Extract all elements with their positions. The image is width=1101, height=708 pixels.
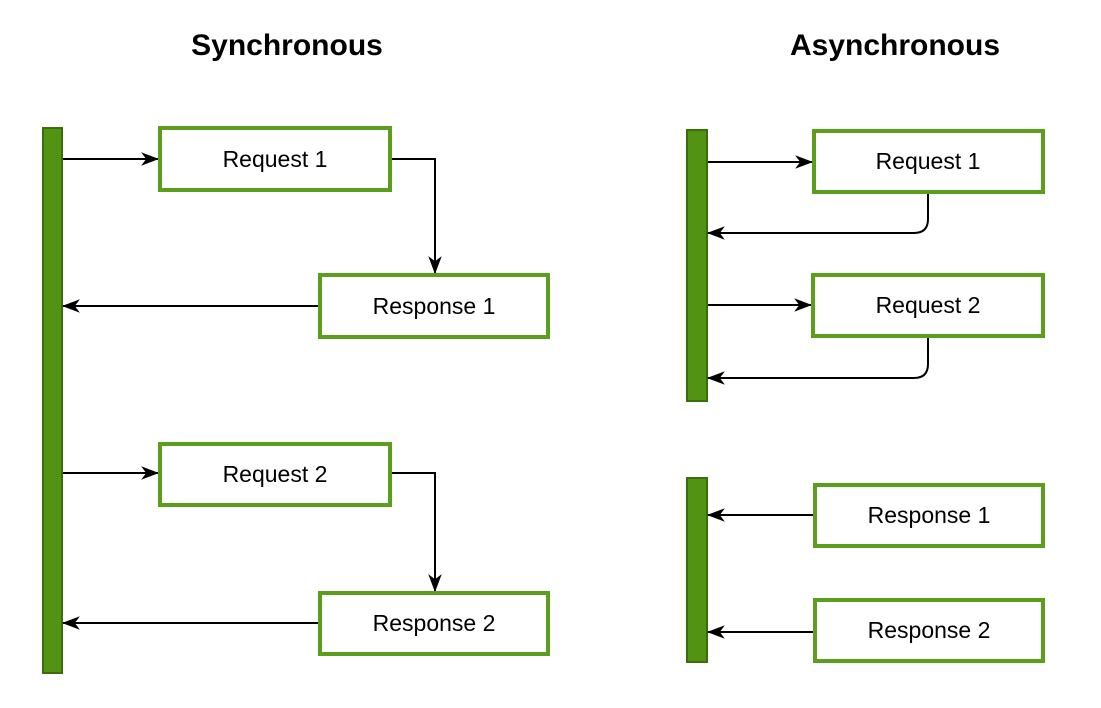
sync-request1-label: Request 1 (223, 146, 328, 172)
async-response2-label: Response 2 (868, 617, 991, 643)
async-request1-box (812, 129, 1045, 194)
sync-response1-label: Response 1 (373, 293, 496, 319)
async-request2-label: Request 2 (876, 292, 981, 318)
arrow-sync-request1-to-response1 (392, 158, 442, 275)
async-title: Asynchronous (790, 29, 1000, 62)
sync-response2-label: Response 2 (373, 610, 496, 636)
sync-lifeline-bar (42, 127, 63, 674)
sync-request2-box (158, 442, 392, 507)
async-response1-label: Response 1 (868, 502, 991, 528)
async-request1-label: Request 1 (876, 148, 981, 174)
sync-request1-box (158, 126, 392, 192)
sync-title: Synchronous (191, 29, 383, 62)
arrow-async-request2-return (706, 338, 929, 385)
async-request2-box (811, 273, 1045, 338)
sync-response1-box (318, 273, 550, 339)
arrow-sync-request2-to-response2 (392, 472, 442, 593)
sync-response2-box (318, 591, 550, 656)
async-lifeline-bar-bottom (686, 477, 708, 663)
async-lifeline-bar-top (686, 129, 708, 402)
async-response1-box (813, 483, 1045, 548)
arrow-async-request1-return (706, 194, 929, 240)
sync-request2-label: Request 2 (223, 461, 328, 487)
async-response2-box (813, 598, 1045, 663)
